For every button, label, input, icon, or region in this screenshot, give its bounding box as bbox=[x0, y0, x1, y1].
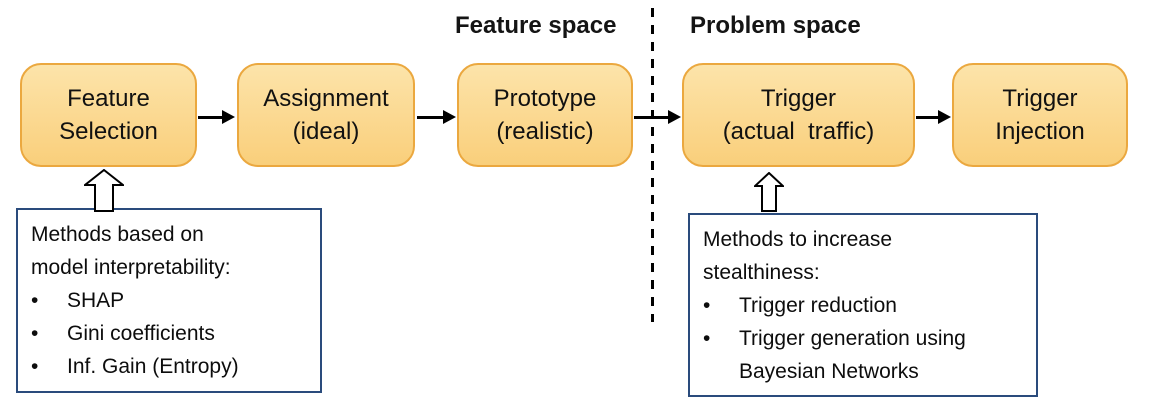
arrow-right-icon bbox=[417, 110, 456, 124]
arrow-right-icon bbox=[916, 110, 951, 124]
list-item-label: Gini coefficients bbox=[67, 322, 215, 345]
flow-box-label: Trigger (actual traffic) bbox=[722, 85, 875, 145]
bullet-icon: • bbox=[31, 322, 39, 345]
flow-box-label: Trigger Injection bbox=[995, 85, 1085, 145]
list-item: • SHAP bbox=[31, 284, 310, 317]
arrow-shaft bbox=[634, 115, 668, 119]
arrow-head bbox=[668, 110, 681, 124]
flow-box-label: Feature Selection bbox=[59, 85, 158, 145]
block-arrow-up-icon bbox=[754, 172, 784, 212]
space-divider-dashed-line bbox=[651, 8, 654, 322]
arrow-right-icon bbox=[198, 110, 235, 124]
list-item: • Gini coefficients bbox=[31, 317, 310, 350]
note-title: Methods to increase stealthiness: bbox=[703, 228, 893, 284]
note-stealthiness-methods: Methods to increase stealthiness: • Trig… bbox=[688, 213, 1038, 397]
list-item: • Inf. Gain (Entropy) bbox=[31, 350, 310, 383]
flow-box-assignment: Assignment (ideal) bbox=[237, 63, 415, 167]
flow-box-trigger-injection: Trigger Injection bbox=[952, 63, 1128, 167]
arrow-head bbox=[222, 110, 235, 124]
note-title: Methods based on model interpretability: bbox=[31, 223, 231, 279]
arrow-right-icon bbox=[634, 110, 681, 124]
problem-space-label: Problem space bbox=[690, 12, 861, 39]
flow-box-label: Assignment (ideal) bbox=[263, 85, 389, 145]
list-item: • Trigger reduction bbox=[703, 289, 1026, 322]
list-item-label: Trigger reduction bbox=[739, 294, 897, 317]
arrow-head bbox=[938, 110, 951, 124]
arrow-shaft bbox=[198, 115, 222, 119]
bullet-icon: • bbox=[703, 327, 711, 350]
list-item-label: SHAP bbox=[67, 289, 125, 312]
flow-box-trigger: Trigger (actual traffic) bbox=[682, 63, 915, 167]
arrow-shaft bbox=[916, 115, 938, 119]
bullet-icon: • bbox=[703, 294, 711, 317]
bullet-icon: • bbox=[31, 355, 39, 378]
feature-space-label: Feature space bbox=[455, 12, 617, 39]
block-arrow-up-icon bbox=[84, 169, 124, 212]
bullet-icon: • bbox=[31, 289, 39, 312]
arrow-head bbox=[443, 110, 456, 124]
note-feature-selection-methods: Methods based on model interpretability:… bbox=[16, 208, 322, 393]
arrow-shaft bbox=[417, 115, 443, 119]
flow-box-label: Prototype (realistic) bbox=[493, 85, 597, 145]
list-item-label: Trigger generation using Bayesian Networ… bbox=[739, 327, 966, 383]
flow-box-feature-selection: Feature Selection bbox=[20, 63, 197, 167]
list-item: • Trigger generation using Bayesian Netw… bbox=[703, 322, 1026, 388]
flow-box-prototype: Prototype (realistic) bbox=[457, 63, 633, 167]
list-item-label: Inf. Gain (Entropy) bbox=[67, 355, 239, 378]
